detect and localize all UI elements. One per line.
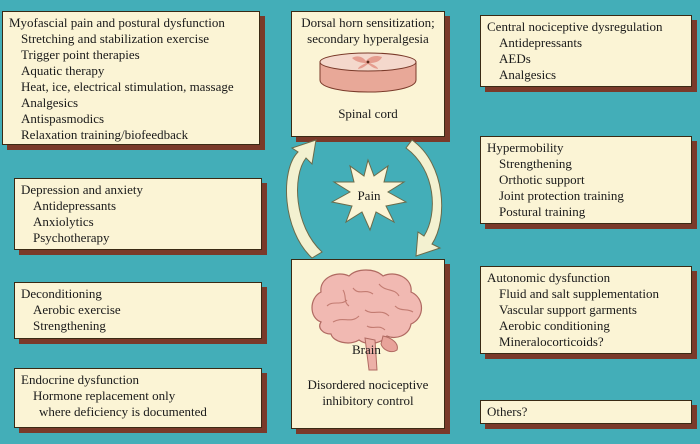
list-item: Aerobic conditioning [499,318,610,333]
treatment-list: Hormone replacement only where deficienc… [21,388,255,420]
box-central-nociceptive: Central nociceptive dysregulation Antide… [480,15,692,87]
brain-illustration [311,269,423,371]
treatment-list: Stretching and stabilization exercise Tr… [9,31,253,143]
box-title: Depression and anxiety [21,182,144,197]
list-item: Vascular support garments [499,302,637,317]
treatment-list: Fluid and salt supplementation Vascular … [487,286,685,350]
list-item: Orthotic support [499,172,585,187]
box-spinal-cord: Dorsal horn sensitization; secondary hyp… [291,11,445,137]
list-item: Relaxation training/biofeedback [21,127,189,142]
box-title: Myofascial pain and postural dysfunction [9,15,225,30]
list-item: Postural training [499,204,586,219]
pain-label: Pain [357,188,381,203]
list-item: Antispasmodics [21,111,105,126]
box-title-line2: secondary hyperalgesia [307,31,429,46]
box-title: Others? [487,404,528,419]
list-item: where deficiency is documented [39,404,207,419]
list-item: Strengthening [499,156,572,171]
treatment-list: Antidepressants Anxiolytics Psychotherap… [21,198,255,246]
box-autonomic: Autonomic dysfunction Fluid and salt sup… [480,266,692,354]
list-item: Fluid and salt supplementation [499,286,659,301]
box-title-line1: Dorsal horn sensitization; [301,15,435,30]
right-cycle-arrow [405,139,443,257]
brain-label: Brain [352,342,381,357]
treatment-list: Strengthening Orthotic support Joint pro… [487,156,685,220]
list-item: Hormone replacement only [33,388,176,403]
box-title: Endocrine dysfunction [21,372,140,387]
spinal-cord-label: Spinal cord [338,106,398,121]
treatment-list: Aerobic exercise Strengthening [21,302,255,334]
caption-line1: Disordered nociceptive [307,377,429,392]
spinal-cord-cross-section [319,52,417,93]
box-title: Hypermobility [487,140,564,155]
box-depression: Depression and anxiety Antidepressants A… [14,178,262,250]
box-title: Deconditioning [21,286,102,301]
box-deconditioning: Deconditioning Aerobic exercise Strength… [14,282,262,339]
list-item: Strengthening [33,318,106,333]
list-item: Antidepressants [33,198,117,213]
box-title: Central nociceptive dysregulation [487,19,663,34]
list-item: Antidepressants [499,35,583,50]
list-item: Joint protection training [499,188,624,203]
list-item: Analgesics [499,67,557,82]
box-endocrine: Endocrine dysfunction Hormone replacemen… [14,368,262,428]
box-hypermobility: Hypermobility Strengthening Orthotic sup… [480,136,692,224]
box-brain: Brain Disordered nociceptive inhibitory … [291,259,445,429]
box-others: Others? [480,400,692,424]
list-item: Stretching and stabilization exercise [21,31,210,46]
box-myofascial: Myofascial pain and postural dysfunction… [2,11,260,145]
box-title: Autonomic dysfunction [487,270,611,285]
list-item: Aquatic therapy [21,63,105,78]
list-item: AEDs [499,51,531,66]
pain-star [330,158,408,232]
list-item: Trigger point therapies [21,47,140,62]
list-item: Aerobic exercise [33,302,121,317]
list-item: Anxiolytics [33,214,94,229]
caption-line2: inhibitory control [322,393,414,408]
list-item: Psychotherapy [33,230,110,245]
list-item: Mineralocorticoids? [499,334,604,349]
list-item: Heat, ice, electrical stimulation, massa… [21,79,234,94]
treatment-list: Antidepressants AEDs Analgesics [487,35,685,83]
list-item: Analgesics [21,95,79,110]
left-cycle-arrow [285,139,323,259]
